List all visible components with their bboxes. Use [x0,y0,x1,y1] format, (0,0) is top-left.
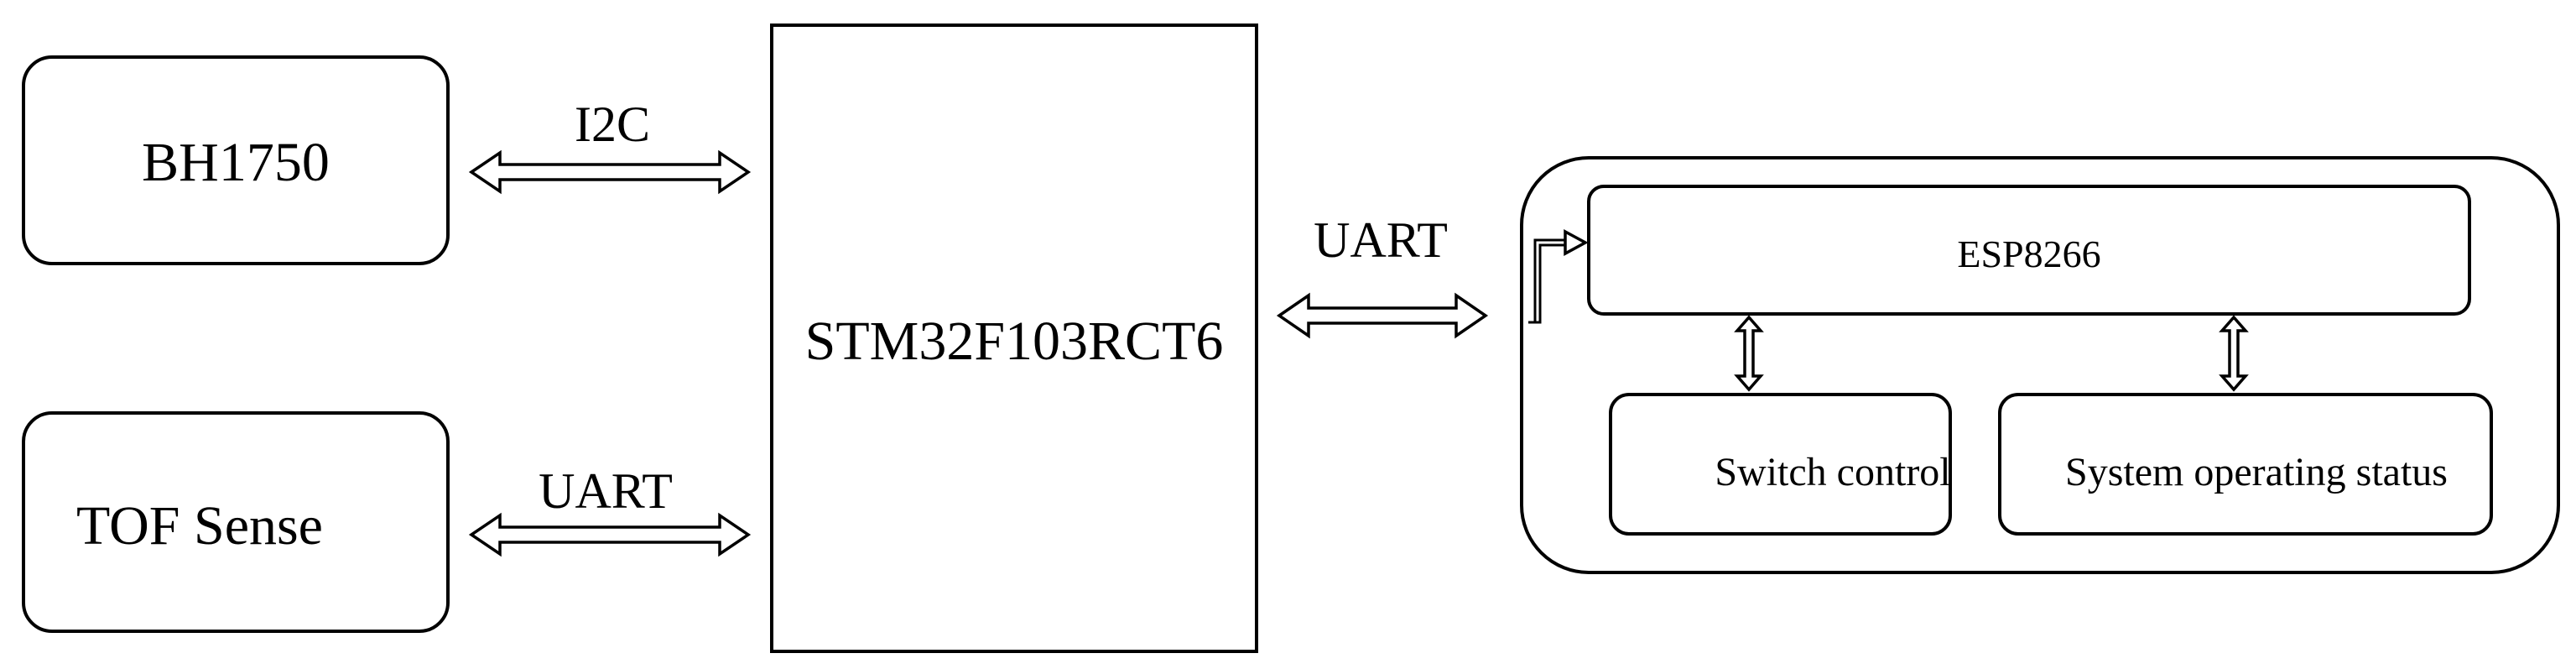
esp-uart-label: UART [1314,212,1448,268]
esp-module-group: ESP8266 Switch control System operating … [1520,156,2560,574]
esp8266-label: ESP8266 [1957,233,2100,275]
switch-double-arrow [1734,315,1764,392]
tof-uart-label: UART [539,463,673,519]
tof-sense-box [22,411,450,633]
esp-entry-arrowhead [1564,229,1589,256]
esp-entry-connector-inner [1533,238,1567,322]
mcu-box [770,24,1258,653]
esp-uart-link: UART [1276,212,1489,339]
tof-uart-double-arrow [468,512,752,557]
mcu-block: STM32F103RCT6 [770,24,1258,653]
bh1750-block: BH1750 [22,55,450,265]
bh1750-box [22,55,450,265]
system-status-label: System operating status [2065,450,2448,494]
i2c-link: I2C [468,97,752,195]
bh1750-label: BH1750 [142,132,330,193]
tof-sense-label: TOF Sense [76,495,323,557]
i2c-label: I2C [575,97,650,152]
system-status-box [1998,393,2493,536]
esp-uart-double-arrow [1276,292,1489,339]
mcu-label: STM32F103RCT6 [805,311,1224,372]
status-double-arrow [2219,315,2249,392]
i2c-double-arrow [468,149,752,195]
tof-sense-block: TOF Sense [22,411,450,633]
switch-control-label: Switch control [1715,450,1950,494]
tof-uart-link: UART [468,463,752,557]
esp8266-box [1587,185,2471,316]
switch-control-box [1609,393,1952,536]
